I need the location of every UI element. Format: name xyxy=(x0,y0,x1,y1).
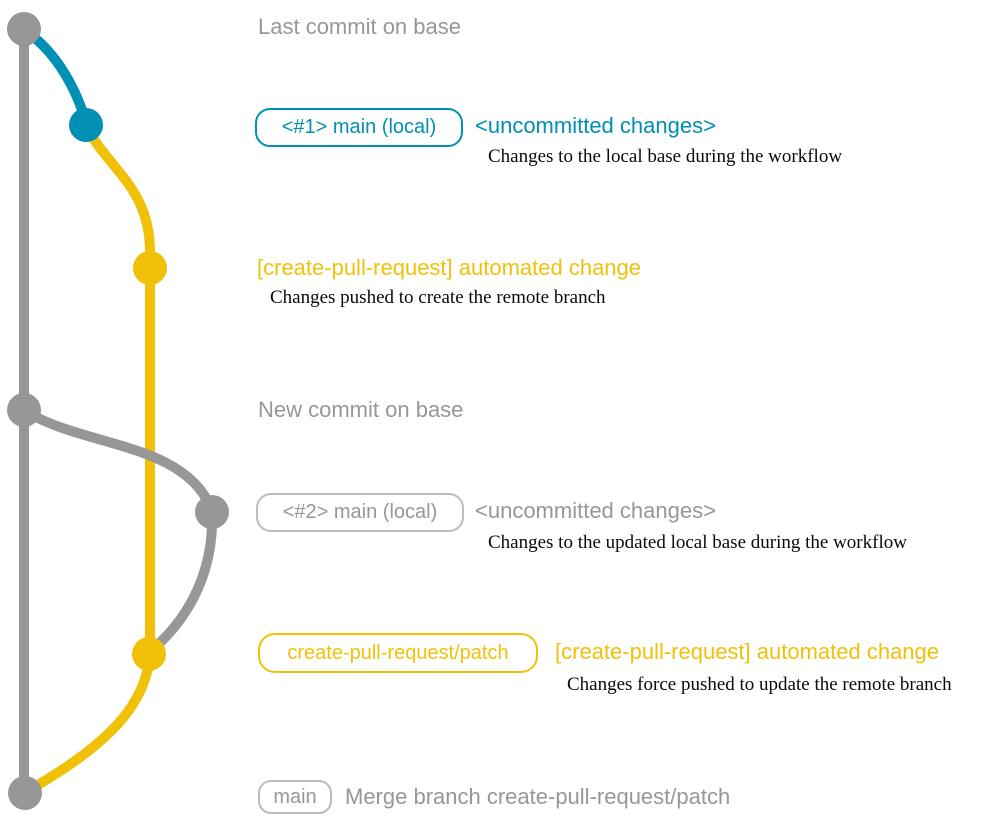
main1-branch-badge: <#1> main (local) xyxy=(255,108,463,147)
patch1-note: Changes pushed to create the remote bran… xyxy=(270,287,606,308)
commit-dot-main2 xyxy=(195,495,229,529)
patch1-commit-message: [create-pull-request] automated change xyxy=(257,255,642,280)
main2-commit-message: <uncommitted changes> xyxy=(475,498,716,523)
main2-note: Changes to the updated local base during… xyxy=(488,532,907,553)
main-branch-badge: main xyxy=(258,780,332,814)
commit-dot-merge xyxy=(8,776,42,810)
merge-commit-message: Merge branch create-pull-request/patch xyxy=(345,784,731,809)
patch2-commit-message: [create-pull-request] automated change xyxy=(555,639,940,664)
main2-branch-badge: <#2> main (local) xyxy=(256,493,464,532)
new-commit-label: New commit on base xyxy=(258,397,464,422)
patch-branch-badge: create-pull-request/patch xyxy=(258,633,538,673)
main2-branch-badge-label: <#2> main (local) xyxy=(282,501,438,523)
patch-branch-badge-label: create-pull-request/patch xyxy=(287,641,509,664)
commit-dot-main1 xyxy=(69,108,103,142)
patch2-note: Changes force pushed to update the remot… xyxy=(567,674,952,695)
main-branch-badge-label: main xyxy=(273,785,317,808)
main1-branch-badge-label: <#1> main (local) xyxy=(281,116,437,138)
commit-dot-patch2 xyxy=(132,637,166,671)
patch-branch-path xyxy=(81,122,155,654)
main-local-into-patch-path xyxy=(149,511,218,653)
commit-dot-patch1 xyxy=(133,251,167,285)
main1-note: Changes to the local base during the wor… xyxy=(488,146,843,167)
main1-commit-message: <uncommitted changes> xyxy=(475,113,716,138)
commit-dot-new-base xyxy=(7,393,41,427)
last-commit-label: Last commit on base xyxy=(258,14,461,39)
main-local-branch-path-2 xyxy=(21,405,216,511)
commit-dot-last-base xyxy=(7,12,41,46)
patch-merge-path xyxy=(23,653,155,797)
main-local-branch-path-1 xyxy=(21,25,91,124)
